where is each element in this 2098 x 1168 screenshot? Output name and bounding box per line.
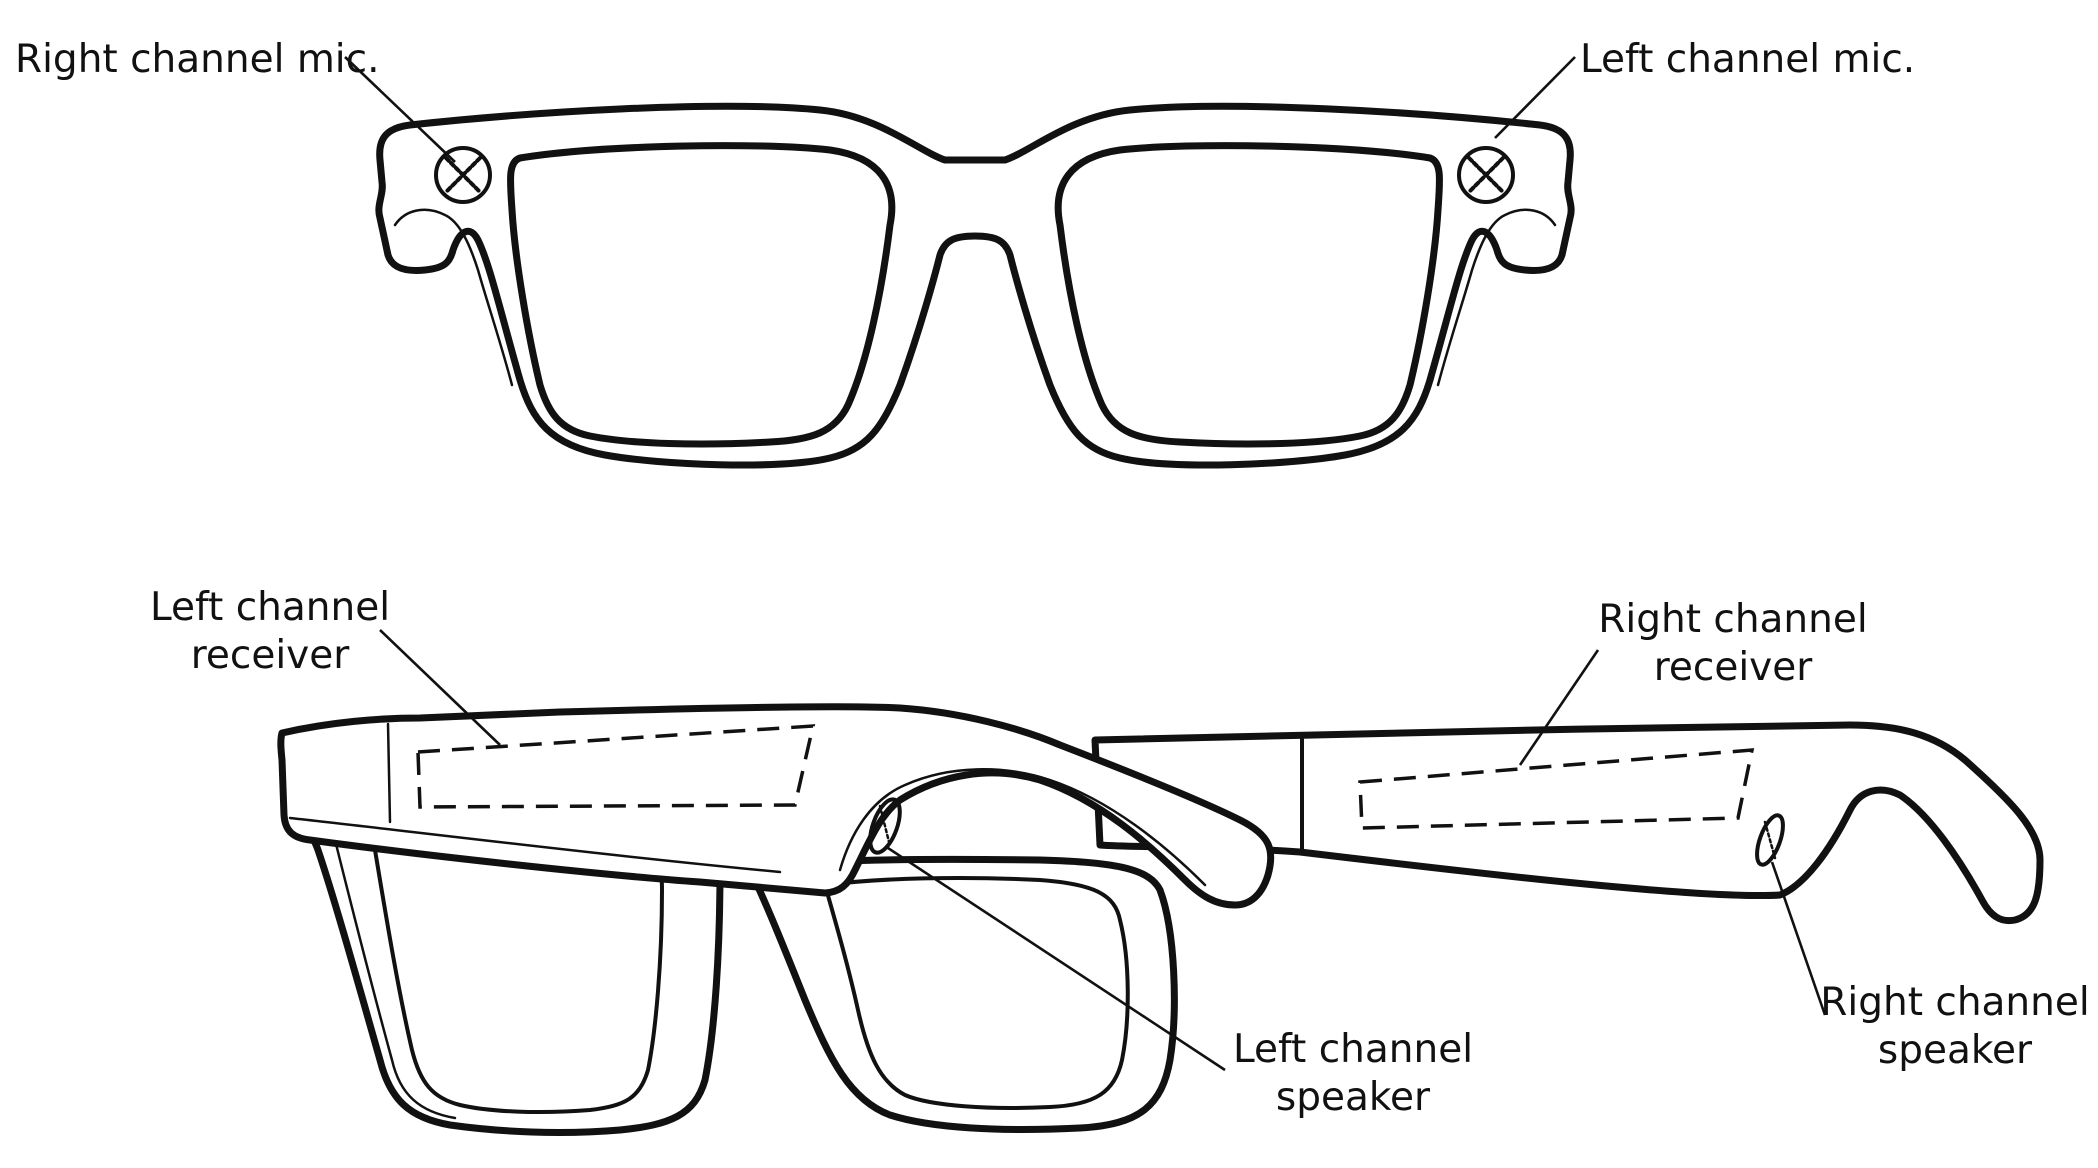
side-view-glasses bbox=[277, 629, 2044, 1136]
front-lens-viewer-left bbox=[506, 142, 896, 448]
left-temple-segment-line bbox=[386, 722, 392, 824]
front-rim-bevel bbox=[333, 838, 457, 1120]
rear-lens-inner bbox=[823, 875, 1130, 1110]
right-channel-speaker-label-line-2: speaker bbox=[1878, 1028, 2033, 1073]
front-temple-detail-viewer-left bbox=[393, 208, 514, 387]
right-channel-receiver-leader bbox=[1518, 649, 1600, 766]
left-temple-curve-detail bbox=[838, 768, 1207, 887]
front-lens-viewer-right bbox=[1054, 142, 1444, 448]
left-channel-receiver-label-line-1: Left channel bbox=[150, 585, 390, 630]
left-channel-speaker-leader bbox=[887, 846, 1226, 1072]
right-channel-speaker-icon bbox=[1755, 813, 1785, 867]
left-channel-speaker-label-line-2: speaker bbox=[1276, 1075, 1431, 1120]
left-channel-mic-leader bbox=[1494, 56, 1576, 139]
left-channel-receiver-region bbox=[416, 724, 816, 809]
right-channel-mic-leader bbox=[344, 56, 456, 163]
left-temple-edge bbox=[288, 816, 782, 874]
right-channel-receiver-label-line-2: receiver bbox=[1654, 645, 1814, 690]
left-channel-mic-label: Left channel mic. bbox=[1580, 37, 1915, 82]
right-channel-speaker-leader bbox=[1770, 861, 1827, 1016]
left-channel-mic-icon bbox=[1457, 146, 1515, 204]
left-channel-speaker-label-line-1: Left channel bbox=[1233, 1027, 1473, 1072]
rear-lens-rim bbox=[746, 855, 1178, 1133]
right-channel-speaker-label-line-1: Right channel bbox=[1820, 980, 2089, 1025]
right-channel-receiver-label-line-1: Right channel bbox=[1598, 597, 1867, 642]
left-channel-speaker-icon bbox=[868, 797, 902, 855]
front-temple-detail-viewer-right bbox=[1436, 208, 1557, 387]
left-channel-receiver-label-line-2: receiver bbox=[191, 633, 351, 678]
right-channel-mic-icon bbox=[434, 146, 492, 204]
right-channel-mic-label: Right channel mic. bbox=[15, 37, 379, 82]
right-channel-receiver-region bbox=[1358, 748, 1755, 830]
left-channel-receiver-leader bbox=[379, 629, 501, 746]
front-view-glasses bbox=[344, 56, 1576, 469]
